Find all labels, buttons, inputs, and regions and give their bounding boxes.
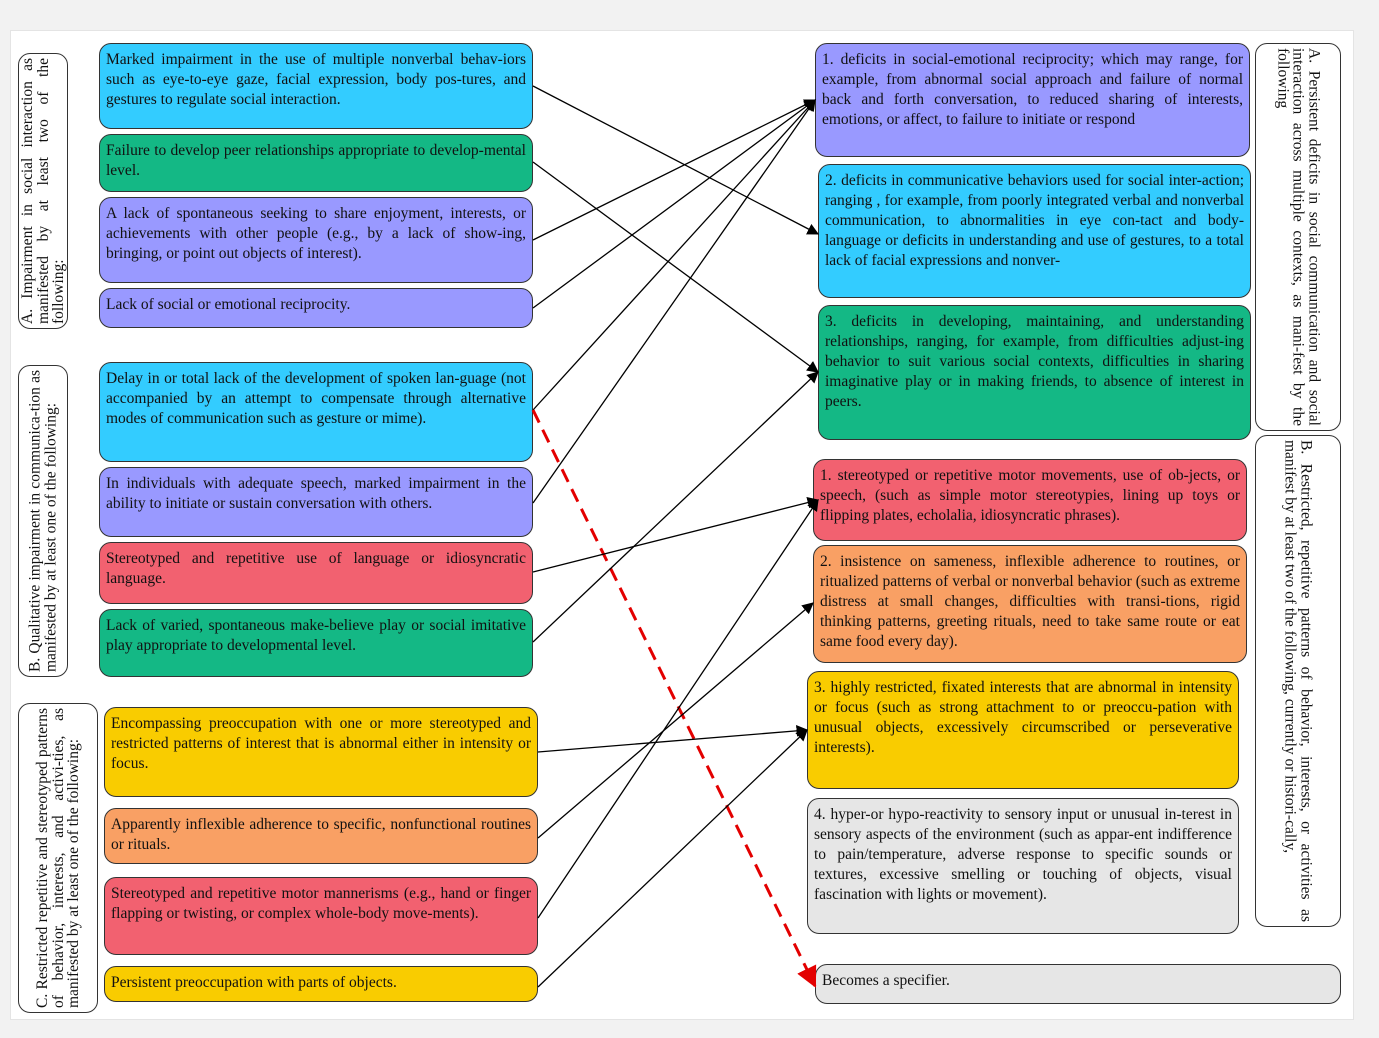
right-item-text: 3. deficits in developing, maintaining, …: [825, 313, 1244, 410]
left-item-text: Lack of varied, spontaneous make-believe…: [106, 617, 526, 654]
left-item-text: Persistent preoccupation with parts of o…: [111, 974, 397, 991]
right-item-specifier: Becomes a specifier.: [815, 964, 1341, 1004]
mapping-arrow: [537, 499, 819, 919]
right-item-insistence-on-sameness: 2. insistence on sameness, inflexible ad…: [813, 545, 1247, 663]
right-item-text: 2. deficits in communicative behaviors u…: [825, 172, 1244, 269]
left-item-text: Failure to develop peer relationships ap…: [106, 142, 526, 179]
specifier-arrow: [531, 409, 817, 988]
left-group-label-b: B. Qualitative impairment in communica-t…: [18, 365, 68, 677]
mapping-arrow: [537, 602, 814, 839]
left-item-social-reciprocity: Lack of social or emotional reciprocity.: [99, 288, 533, 328]
right-item-stereotyped-movements: 1. stereotyped or repetitive motor movem…: [813, 459, 1247, 541]
left-item-text: A lack of spontaneous seeking to share e…: [106, 205, 526, 262]
right-item-text: Becomes a specifier.: [822, 972, 950, 989]
right-item-sensory-reactivity: 4. hyper-or hypo-reactivity to sensory i…: [807, 798, 1239, 934]
left-item-spoken-language-delay: Delay in or total lack of the developmen…: [99, 362, 533, 462]
left-item-peer-relationships: Failure to develop peer relationships ap…: [99, 134, 533, 192]
mapping-arrow: [532, 371, 819, 643]
left-item-conversation-impairment: In individuals with adequate speech, mar…: [99, 467, 533, 537]
mapping-arrow: [537, 725, 809, 753]
left-item-text: Stereotyped and repetitive use of langua…: [106, 550, 526, 587]
left-item-text: Stereotyped and repetitive motor manneri…: [111, 885, 531, 922]
mapping-arrow: [537, 729, 808, 988]
right-item-communicative-behaviors: 2. deficits in communicative behaviors u…: [818, 164, 1251, 298]
left-group-label-c: C. Restricted repetitive and stereotyped…: [18, 703, 98, 1013]
left-group-label-a: A. Impairment in social interaction as m…: [18, 53, 68, 329]
mapping-arrow: [532, 85, 820, 235]
mapping-arrow: [532, 99, 816, 309]
left-item-text: Apparently inflexible adherence to speci…: [111, 816, 531, 853]
mapping-arrow: [532, 99, 816, 411]
right-item-social-emotional-reciprocity: 1. deficits in social-emotional reciproc…: [815, 43, 1250, 157]
left-item-inflexible-routines: Apparently inflexible adherence to speci…: [104, 808, 538, 864]
left-item-motor-mannerisms: Stereotyped and repetitive motor manneri…: [104, 877, 538, 955]
left-item-parts-of-objects: Persistent preoccupation with parts of o…: [104, 966, 538, 1002]
left-item-spontaneous-sharing: A lack of spontaneous seeking to share e…: [99, 197, 533, 283]
left-item-nonverbal-behaviors: Marked impairment in the use of multiple…: [99, 43, 533, 129]
right-item-text: 1. deficits in social-emotional reciproc…: [822, 51, 1243, 128]
left-item-text: Marked impairment in the use of multiple…: [106, 51, 526, 108]
right-group-label-b: B. Restricted, repetitive patterns of be…: [1255, 435, 1341, 927]
right-item-text: 1. stereotyped or repetitive motor movem…: [820, 467, 1240, 524]
left-item-text: Delay in or total lack of the developmen…: [106, 370, 526, 427]
left-item-text: Encompassing preoccupation with one or m…: [111, 715, 531, 772]
left-item-stereotyped-language: Stereotyped and repetitive use of langua…: [99, 542, 533, 604]
mapping-arrow: [532, 99, 816, 504]
left-item-text: In individuals with adequate speech, mar…: [106, 475, 526, 512]
mapping-arrow: [532, 99, 817, 241]
left-item-text: Lack of social or emotional reciprocity.: [106, 296, 351, 313]
mapping-arrow: [532, 496, 820, 573]
right-item-restricted-interests: 3. highly restricted, fixated interests …: [807, 671, 1239, 789]
right-group-label-a: A. Persistent deficits in social communi…: [1255, 43, 1341, 431]
left-item-encompassing-preoccupation: Encompassing preoccupation with one or m…: [104, 707, 538, 797]
right-item-text: 3. highly restricted, fixated interests …: [814, 679, 1232, 756]
left-item-make-believe-play: Lack of varied, spontaneous make-believe…: [99, 609, 533, 677]
right-item-text: 4. hyper-or hypo-reactivity to sensory i…: [814, 806, 1232, 903]
right-item-text: 2. insistence on sameness, inflexible ad…: [820, 553, 1240, 650]
mapping-arrow: [532, 161, 819, 373]
right-item-relationships: 3. deficits in developing, maintaining, …: [818, 305, 1251, 440]
